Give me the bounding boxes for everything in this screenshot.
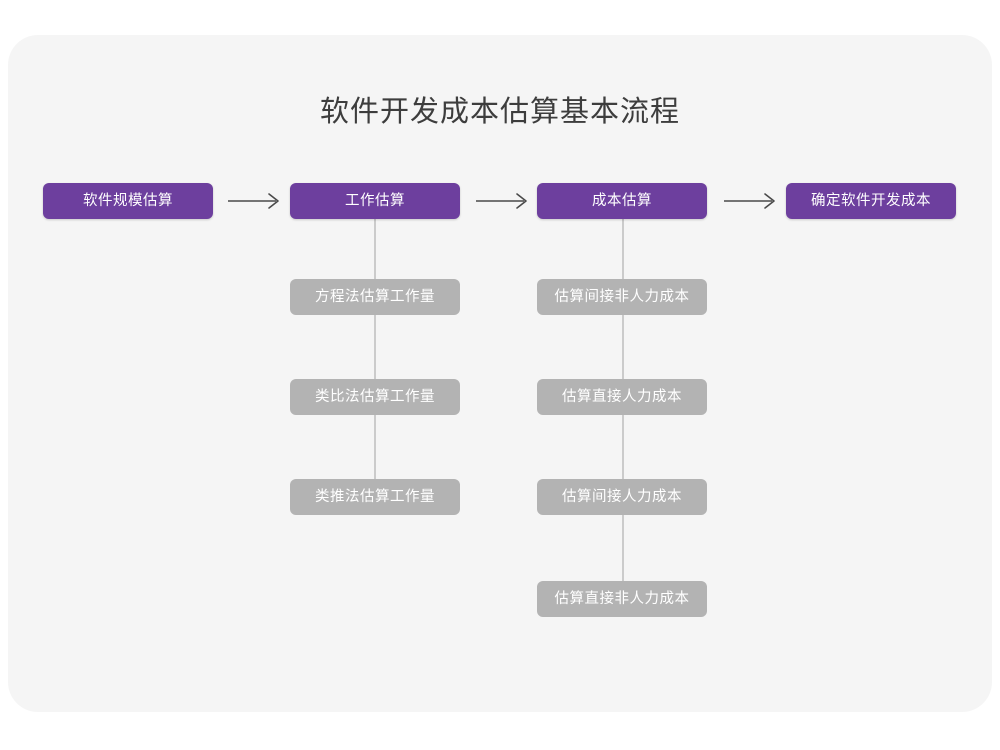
- diagram-title: 软件开发成本估算基本流程: [319, 96, 680, 128]
- diagram-card: [8, 35, 992, 712]
- substep-node-3-1[interactable]: 估算间接非人力成本: [537, 279, 707, 315]
- stage-node-3[interactable]: 成本估算: [537, 183, 707, 219]
- substep-node-2-1[interactable]: 方程法估算工作量: [290, 279, 460, 315]
- substep-node-3-4[interactable]: 估算直接非人力成本: [537, 581, 707, 617]
- substep-node-2-2[interactable]: 类比法估算工作量: [290, 379, 460, 415]
- stage-node-1[interactable]: 软件规模估算: [43, 183, 213, 219]
- stage-node-4[interactable]: 确定软件开发成本: [786, 183, 956, 219]
- substep-node-3-2[interactable]: 估算直接人力成本: [537, 379, 707, 415]
- rail-stage-2: [374, 219, 376, 497]
- stage-node-2[interactable]: 工作估算: [290, 183, 460, 219]
- substep-node-3-3[interactable]: 估算间接人力成本: [537, 479, 707, 515]
- substep-node-2-3[interactable]: 类推法估算工作量: [290, 479, 460, 515]
